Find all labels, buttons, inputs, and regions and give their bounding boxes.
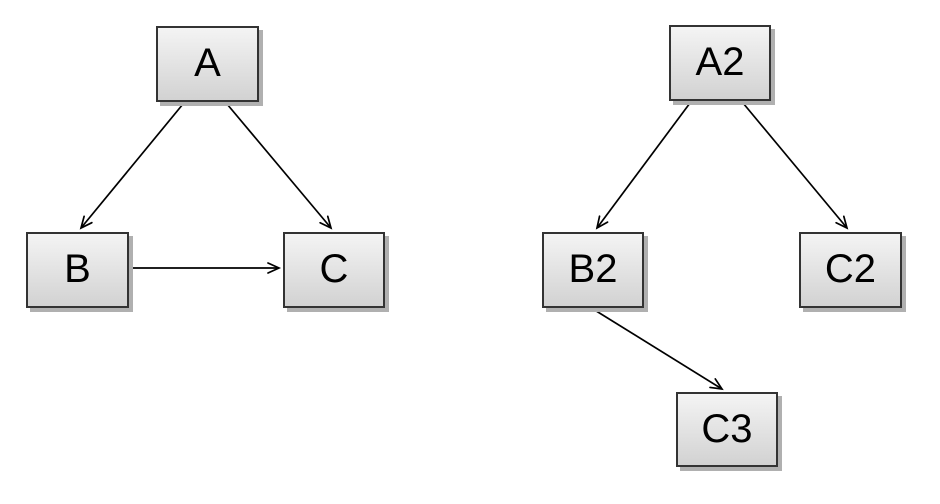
node-label: A bbox=[194, 41, 221, 85]
node-label: B bbox=[64, 247, 91, 291]
edge-A2-to-B2[interactable] bbox=[595, 102, 691, 230]
node-B2[interactable]: B2 bbox=[542, 232, 644, 308]
edge-A2-to-C2[interactable] bbox=[742, 102, 849, 230]
node-label: B2 bbox=[568, 247, 618, 291]
node-label: C2 bbox=[824, 247, 877, 291]
node-C3[interactable]: C3 bbox=[676, 392, 778, 467]
node-A2[interactable]: A2 bbox=[669, 25, 771, 101]
node-label: A2 bbox=[695, 40, 745, 84]
node-A[interactable]: A bbox=[156, 26, 259, 102]
edge-B2-to-C3[interactable] bbox=[592, 308, 724, 391]
edge-A-to-C[interactable] bbox=[226, 103, 333, 230]
node-label: C3 bbox=[701, 406, 753, 451]
edge-A-to-B[interactable] bbox=[79, 103, 184, 230]
node-label: C bbox=[319, 247, 349, 291]
node-C2[interactable]: C2 bbox=[799, 232, 902, 308]
node-B[interactable]: B bbox=[26, 232, 129, 308]
node-C[interactable]: C bbox=[283, 232, 385, 308]
